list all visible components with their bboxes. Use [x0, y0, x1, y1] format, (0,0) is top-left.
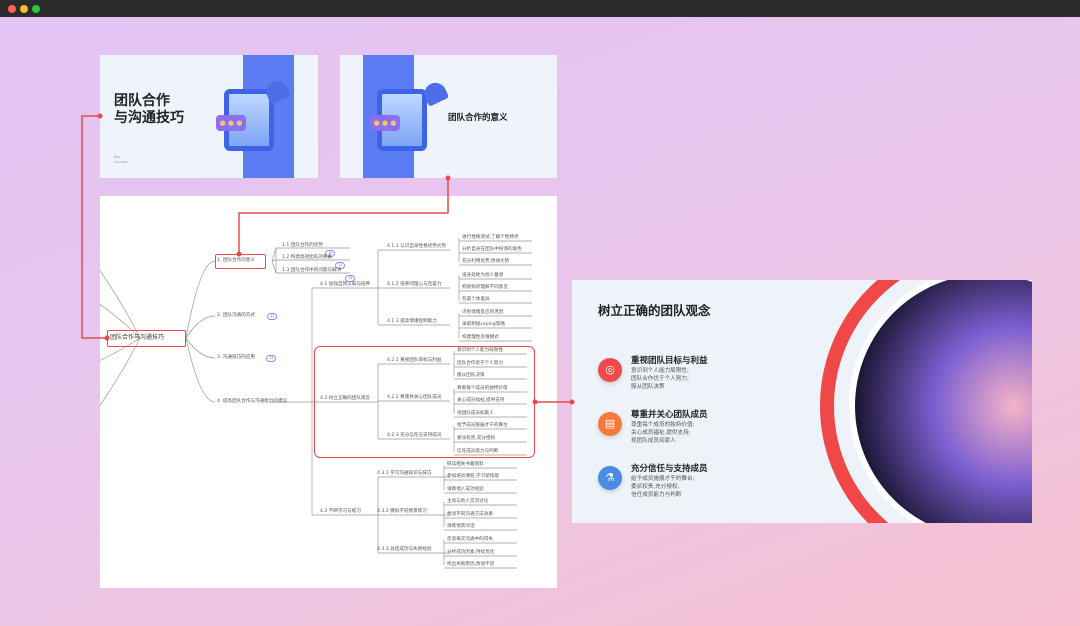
mindmap-subtopic[interactable]: 4.1.1 认识自身性格优势劣势 — [387, 244, 447, 249]
mindmap-subtopic[interactable]: 4.1 加强自我认知与培养 — [320, 282, 371, 287]
mindmap-subtopic[interactable]: 4.1.3 提高情绪控制能力 — [387, 319, 437, 324]
mindmap-subtopic[interactable]: 1.2 构建高效团队的要素 — [282, 255, 333, 260]
mindmap-leaf[interactable]: 请教他人成功经验 — [447, 487, 484, 492]
mindmap-leaf[interactable]: 分析自身在团队中扮演的角色 — [462, 247, 522, 252]
connector — [271, 260, 277, 274]
mindmap-leaf[interactable]: 意识到个人能力局限性 — [457, 348, 503, 353]
mindmap-leaf[interactable]: 关心成员福祉,提供支持 — [457, 398, 505, 403]
clipboard-icon — [224, 89, 274, 151]
mindmap-subtopic[interactable]: 4.2.1 重视团队目标与利益 — [387, 358, 442, 363]
connector — [185, 315, 216, 339]
concept-desc: 意识到个人能力局限性;团队合作优于个人努力;服从团队决策 — [631, 368, 689, 390]
mindmap-subtopic[interactable]: 4.3.2 模拟不同情景练习 — [377, 509, 427, 514]
connector — [100, 337, 141, 406]
mindmap-topic[interactable]: 1. 团队合作的意义 — [217, 258, 256, 263]
slide-section[interactable]: ● ● ● 团队合作的意义 — [340, 55, 557, 178]
chat-bubble-icon: ● ● ● — [216, 115, 246, 131]
connector — [185, 337, 216, 403]
mindmap-subtopic[interactable]: 4.3 不断学习与练习 — [320, 509, 361, 514]
mindmap-leaf[interactable]: 构建理性思维模式 — [462, 335, 499, 340]
concept-title: 重视团队目标与利益 — [631, 356, 708, 366]
minimize-button[interactable] — [20, 5, 28, 13]
mindmap-root[interactable]: 团队合作与沟通技巧 — [110, 334, 165, 341]
mindmap-subtopic[interactable]: 4.3.1 学习沟通知识与技巧 — [377, 471, 432, 476]
concept-title: 尊重并关心团队成员 — [631, 410, 708, 420]
concept-desc: 尊重每个成员的独特价值;关心成员福祉,提供支持;视团队成员如家人 — [631, 422, 695, 444]
mindmap-leaf[interactable]: 分析成功因素,持续优化 — [447, 550, 495, 555]
mindmap-leaf[interactable]: 识别情绪反应的诱因 — [462, 310, 504, 315]
mindmap-subtopic[interactable]: 4.2.3 充分信任与支持成员 — [387, 433, 442, 438]
mindmap-leaf[interactable]: 信任成员能力与判断 — [457, 449, 499, 454]
mindmap-leaf[interactable]: 设身处地为他人着想 — [462, 273, 504, 278]
connector — [271, 247, 277, 262]
concept-title: 充分信任与支持成员 — [631, 464, 708, 474]
window-titlebar — [0, 0, 1080, 17]
chat-bubble-icon: ● ● ● — [370, 115, 400, 131]
mindmap-leaf[interactable]: 进行性格测试,了解个性特点 — [462, 235, 519, 240]
slide-section-title: 团队合作的意义 — [448, 113, 508, 123]
clipboard-icon — [377, 89, 427, 151]
mindmap-leaf[interactable]: 找出失败原因,改进不足 — [447, 562, 495, 567]
root-highlight — [107, 330, 186, 347]
decorative-rings — [820, 280, 1032, 523]
maximize-button[interactable] — [32, 5, 40, 13]
connector — [271, 259, 277, 262]
mindmap-leaf[interactable]: 反思每次沟通中的得失 — [447, 537, 493, 542]
mindmap-subtopic[interactable]: 4.1.2 培养同理心与包容力 — [387, 282, 442, 287]
count-badge[interactable]: 12 — [335, 262, 346, 269]
topic-highlight — [215, 254, 266, 269]
mindmap-leaf[interactable]: 包容个体差异 — [462, 297, 490, 302]
count-badge[interactable]: 16 — [345, 275, 356, 282]
mindmap-leaf[interactable]: 研读相关书籍资料 — [447, 462, 484, 467]
mindmap-leaf[interactable]: 服从团队决策 — [457, 373, 485, 378]
slide3-title: 树立正确的团队观念 — [598, 303, 711, 318]
connector — [100, 303, 141, 339]
connector — [100, 337, 141, 361]
mindmap-subtopic[interactable]: 1.1 团队合作的优势 — [282, 243, 323, 248]
concept-desc: 给予成员施展才干的舞台;委派权责,充分授权;信任成员能力与判断 — [631, 476, 695, 498]
flask-icon: ⚗ — [598, 466, 622, 490]
section-highlight — [314, 346, 535, 458]
mindmap-leaf[interactable]: 视团队成员如家人 — [457, 411, 494, 416]
mindmap-leaf[interactable]: 充分利用优势,改进劣势 — [462, 259, 510, 264]
mindmap-leaf[interactable]: 尝试不同沟通方法效果 — [447, 512, 493, 517]
slide-title-text: 团队合作与沟通技巧 — [114, 93, 184, 126]
mindmap-leaf[interactable]: 演练情景对话 — [447, 524, 475, 529]
target-icon: ◎ — [598, 358, 622, 382]
close-button[interactable] — [8, 5, 16, 13]
count-badge[interactable]: 43 — [267, 313, 278, 320]
mindmap-leaf[interactable]: 团队合作优于个人努力 — [457, 361, 503, 366]
connector — [185, 337, 216, 359]
mindmap-leaf[interactable]: 积极倾听理解不同意见 — [462, 285, 508, 290]
mindmap[interactable]: 团队合作与沟通技巧 1. 团队合作的意义 2. 团队沟通的方式 43 3. 沟通技巧的应… — [100, 196, 557, 588]
mindmap-leaf[interactable]: 给予成员施展才干的舞台 — [457, 423, 508, 428]
mindmap-topic[interactable]: 2. 团队沟通的方式 — [217, 313, 256, 318]
mindmap-leaf[interactable]: 主动与他人交流讨论 — [447, 499, 489, 504]
mindmap-subtopic[interactable]: 4.2 树立正确的团队观念 — [320, 396, 371, 401]
connector — [185, 260, 216, 339]
slide-team-concept[interactable]: 树立正确的团队观念 ◎ 重视团队目标与利益意识到个人能力局限性;团队合作优于个人努… — [572, 280, 1032, 523]
mindmap-subtopic[interactable]: 4.2.2 尊重并关心团队成员 — [387, 395, 442, 400]
mindmap-leaf[interactable]: 委派权责,充分授权 — [457, 436, 496, 441]
mindmap-topic[interactable]: 3. 沟通技巧的应用 — [217, 355, 256, 360]
mindmap-subtopic[interactable]: 1.3 团队合作中的问题与解决 — [282, 268, 342, 273]
mindmap-leaf[interactable]: 参加培训课程,学习新技能 — [447, 474, 499, 479]
mindmap-subtopic[interactable]: 4.3.3 总结成功与失败经验 — [377, 547, 432, 552]
clipboard-icon: ▤ — [598, 412, 622, 436]
mindmap-leaf[interactable]: 采取积极coping策略 — [462, 322, 505, 327]
mindmap-topic[interactable]: 4. 提高团队合作与沟通能力的建议 — [217, 399, 288, 404]
count-badge[interactable]: 33 — [266, 355, 277, 362]
mindmap-leaf[interactable]: 尊重每个成员的独特价值 — [457, 386, 508, 391]
